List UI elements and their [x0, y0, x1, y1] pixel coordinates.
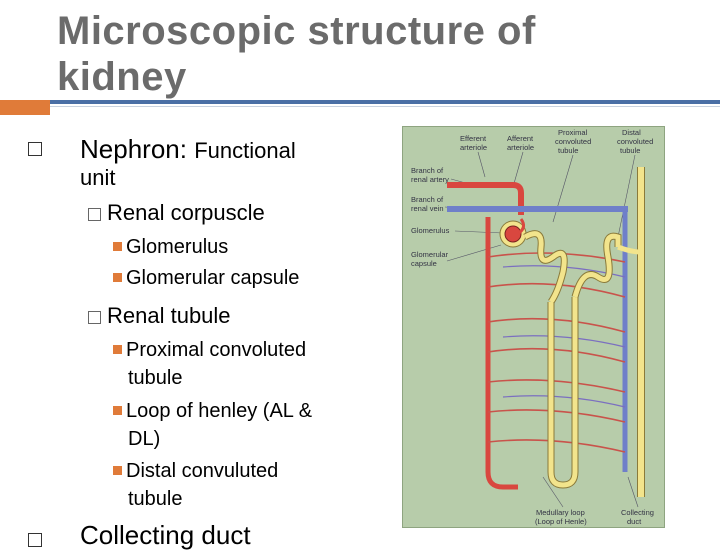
filled-square-bullet-icon: [113, 273, 122, 282]
label-vein-1: Branch of: [411, 195, 444, 204]
label-glomerulus: Glomerulus: [411, 226, 450, 235]
efferent-arteriole: [518, 218, 526, 235]
bullet-loop-of-henle-cont: DL): [128, 428, 161, 450]
bullet-glomerular-capsule: Glomerular capsule: [113, 267, 299, 290]
label-proximal-2: convoluted: [555, 137, 591, 146]
square-bullet-icon: [28, 142, 42, 156]
title-underline: [50, 100, 720, 107]
bullet-glomerulus: Glomerulus: [113, 236, 228, 259]
label-capsule-1: Glomerular: [411, 250, 449, 259]
vasa-recta-artery: [485, 217, 518, 490]
bullet-proximal-convoluted: Proximal convoluted: [113, 339, 306, 362]
label-loop-2: (Loop of Henle): [535, 517, 587, 526]
checkbox-bullet-icon: [88, 208, 101, 221]
bullet-distal-convoluted-cont: tubule: [128, 488, 183, 510]
square-bullet-icon: [28, 533, 42, 547]
label-distal-1: Distal: [622, 128, 641, 137]
checkbox-bullet-icon: [88, 311, 101, 324]
bullet-proximal-convoluted-cont: tubule: [128, 367, 183, 389]
label-artery-1: Branch of: [411, 166, 444, 175]
renal-artery-branch: [447, 182, 524, 215]
label-efferent-2: arteriole: [460, 143, 487, 152]
nephron-diagram-svg: Efferent arteriole Afferent arteriole Pr…: [411, 128, 654, 526]
bullet-nephron: Nephron: Functional: [80, 134, 296, 165]
nephron-description-cont: unit: [80, 165, 116, 190]
connecting-tubule: [617, 244, 642, 255]
glomerulus: [504, 225, 522, 243]
title-accent-bar: [0, 100, 50, 115]
label-collecting-1: Collecting: [621, 508, 654, 517]
slide-title-line-2: kidney: [57, 55, 187, 99]
slide-title-line-1: Microscopic structure of: [57, 9, 536, 53]
label-distal-3: tubule: [620, 146, 640, 155]
label-distal-2: convoluted: [617, 137, 653, 146]
label-loop-1: Medullary loop: [536, 508, 585, 517]
bullet-renal-tubule: Renal tubule: [88, 303, 231, 329]
nephron-diagram: Efferent arteriole Afferent arteriole Pr…: [402, 126, 665, 528]
nephron-heading: Nephron:: [80, 134, 187, 164]
venous-capillaries: [502, 265, 626, 408]
loop-outline: [547, 297, 579, 489]
label-proximal-3: tubule: [558, 146, 578, 155]
label-afferent-1: Afferent: [507, 134, 534, 143]
label-artery-2: renal artery: [411, 175, 449, 184]
filled-square-bullet-icon: [113, 406, 122, 415]
bullet-renal-corpuscle: Renal corpuscle: [88, 200, 265, 226]
slide-title: Microscopic structure of kidney: [57, 8, 657, 100]
label-vein-2: renal vein: [411, 204, 444, 213]
bullet-distal-convoluted: Distal convuluted: [113, 460, 278, 483]
loop-of-henle: [548, 297, 578, 488]
bullet-loop-of-henle: Loop of henley (AL &: [113, 400, 312, 423]
filled-square-bullet-icon: [113, 345, 122, 354]
leader-lines: [444, 151, 639, 508]
label-capsule-2: capsule: [411, 259, 437, 268]
bullet-collecting-duct: Collecting duct: [80, 520, 251, 550]
label-efferent-1: Efferent: [460, 134, 487, 143]
filled-square-bullet-icon: [113, 242, 122, 251]
label-collecting-2: duct: [627, 517, 642, 526]
proximal-convoluted-tubule: [523, 231, 567, 304]
label-proximal-1: Proximal: [558, 128, 588, 137]
filled-square-bullet-icon: [113, 466, 122, 475]
distal-convoluted-tubule: [572, 233, 621, 298]
label-afferent-2: arteriole: [507, 143, 534, 152]
nephron-description: Functional: [194, 138, 296, 163]
